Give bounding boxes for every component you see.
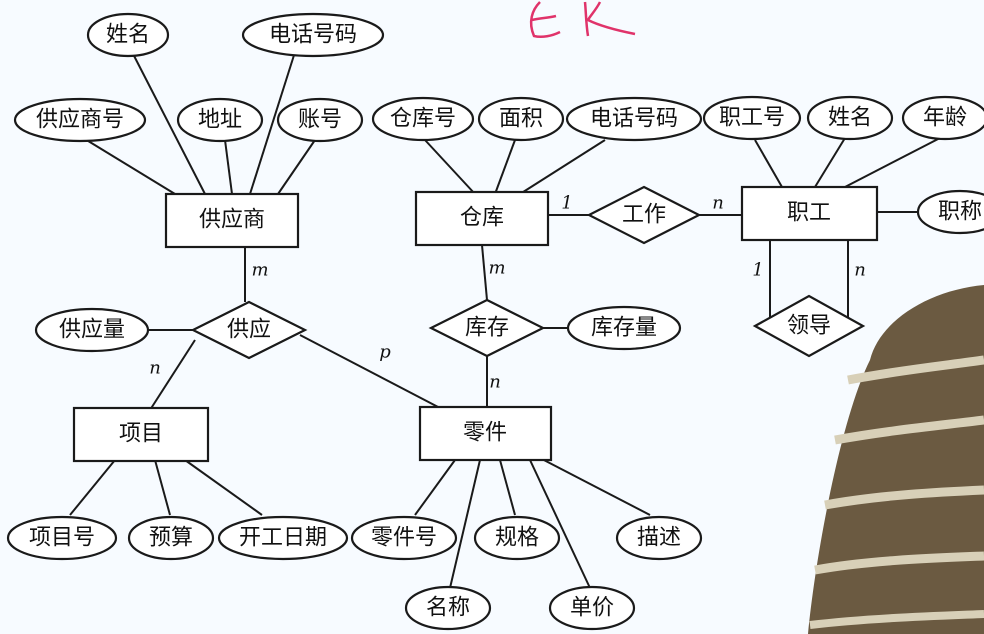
attr-part-desc[interactable]: 描述 [615, 515, 703, 561]
attr-supplier-name-label: 姓名 [106, 23, 150, 48]
handwritten-er-mark [529, 1, 636, 39]
attr-warehouse-no[interactable]: 仓库号 [371, 96, 475, 142]
relationship-lead-label: 领导 [787, 314, 831, 339]
cardinality-supplier-supply: m [251, 260, 268, 281]
cardinality-work-employee: n [712, 193, 724, 214]
attr-part-no[interactable]: 零件号 [350, 515, 458, 561]
cardinality-lead-many: n [854, 260, 866, 281]
relationship-supply-label: 供应 [227, 318, 271, 343]
attr-warehouse-phone[interactable]: 电话号码 [565, 96, 703, 142]
relationship-stock-label: 库存 [465, 316, 509, 341]
relationship-stock[interactable]: 库存 [428, 298, 546, 358]
attr-employee-name-label: 姓名 [828, 106, 872, 131]
attr-project-start-label: 开工日期 [239, 526, 327, 551]
presenter-figure [808, 285, 984, 634]
attr-employee-age-label: 年龄 [923, 106, 967, 131]
attr-project-budget[interactable]: 预算 [127, 515, 215, 561]
attr-part-spec-label: 规格 [495, 526, 539, 551]
attr-stock-qty[interactable]: 库存量 [566, 305, 682, 351]
attr-supplier-phone[interactable]: 电话号码 [241, 12, 385, 58]
attr-employee-title[interactable]: 职称 [916, 189, 984, 235]
entity-employee-label: 职工 [787, 201, 831, 226]
attr-employee-no-label: 职工号 [719, 106, 785, 131]
attr-stock-qty-label: 库存量 [591, 316, 657, 341]
entity-supplier-label: 供应商 [199, 208, 265, 233]
attr-supplier-account-label: 账号 [298, 108, 342, 133]
attr-project-no[interactable]: 项目号 [6, 515, 118, 561]
cardinality-stock-part: n [489, 372, 501, 393]
attr-part-no-label: 零件号 [371, 526, 437, 551]
attr-warehouse-phone-label: 电话号码 [590, 107, 678, 132]
cardinality-supply-project: n [149, 358, 161, 379]
entity-part-label: 零件 [463, 421, 507, 446]
attr-supply-qty-label: 供应量 [59, 318, 125, 343]
relationship-work[interactable]: 工作 [586, 185, 702, 245]
attr-warehouse-no-label: 仓库号 [390, 107, 456, 132]
entity-warehouse-label: 仓库 [460, 206, 504, 231]
attr-supplier-name[interactable]: 姓名 [86, 12, 170, 58]
entity-project[interactable]: 项目 [72, 406, 210, 463]
attr-part-price-label: 单价 [570, 596, 614, 621]
cardinality-lead-one: 1 [752, 260, 763, 281]
attr-part-desc-label: 描述 [637, 526, 681, 551]
connector-lines [69, 47, 941, 589]
attr-part-price[interactable]: 单价 [548, 585, 636, 631]
entity-project-label: 项目 [119, 422, 163, 447]
attr-part-name-label: 名称 [426, 596, 470, 621]
attr-employee-title-label: 职称 [938, 200, 982, 225]
attr-part-name[interactable]: 名称 [404, 585, 492, 631]
attr-project-budget-label: 预算 [149, 526, 193, 551]
attr-project-start[interactable]: 开工日期 [217, 515, 349, 561]
cardinality-warehouse-work: 1 [561, 193, 572, 214]
attr-supplier-account[interactable]: 账号 [276, 97, 364, 143]
relationship-supply[interactable]: 供应 [190, 300, 308, 360]
attr-supplier-phone-label: 电话号码 [269, 23, 357, 48]
attr-supplier-no[interactable]: 供应商号 [13, 97, 147, 143]
attr-supplier-address[interactable]: 地址 [176, 97, 264, 143]
attr-warehouse-area-label: 面积 [499, 107, 543, 132]
attr-supply-qty[interactable]: 供应量 [34, 307, 150, 353]
cardinality-warehouse-stock: m [488, 258, 505, 279]
attr-project-no-label: 项目号 [29, 526, 95, 551]
entity-employee[interactable]: 职工 [740, 185, 879, 242]
relationship-work-label: 工作 [622, 203, 666, 228]
attr-supplier-no-label: 供应商号 [36, 108, 124, 133]
attr-supplier-address-label: 地址 [198, 108, 242, 133]
attr-employee-age[interactable]: 年龄 [901, 95, 984, 141]
attr-warehouse-area[interactable]: 面积 [477, 96, 565, 142]
entity-part[interactable]: 零件 [418, 405, 553, 462]
relationship-lead[interactable]: 领导 [752, 294, 866, 358]
cardinality-supply-part: p [379, 342, 391, 363]
attr-employee-no[interactable]: 职工号 [702, 95, 802, 141]
attr-employee-name[interactable]: 姓名 [806, 95, 894, 141]
attr-part-spec[interactable]: 规格 [473, 515, 561, 561]
entity-supplier[interactable]: 供应商 [164, 192, 300, 249]
entity-warehouse[interactable]: 仓库 [414, 190, 550, 247]
